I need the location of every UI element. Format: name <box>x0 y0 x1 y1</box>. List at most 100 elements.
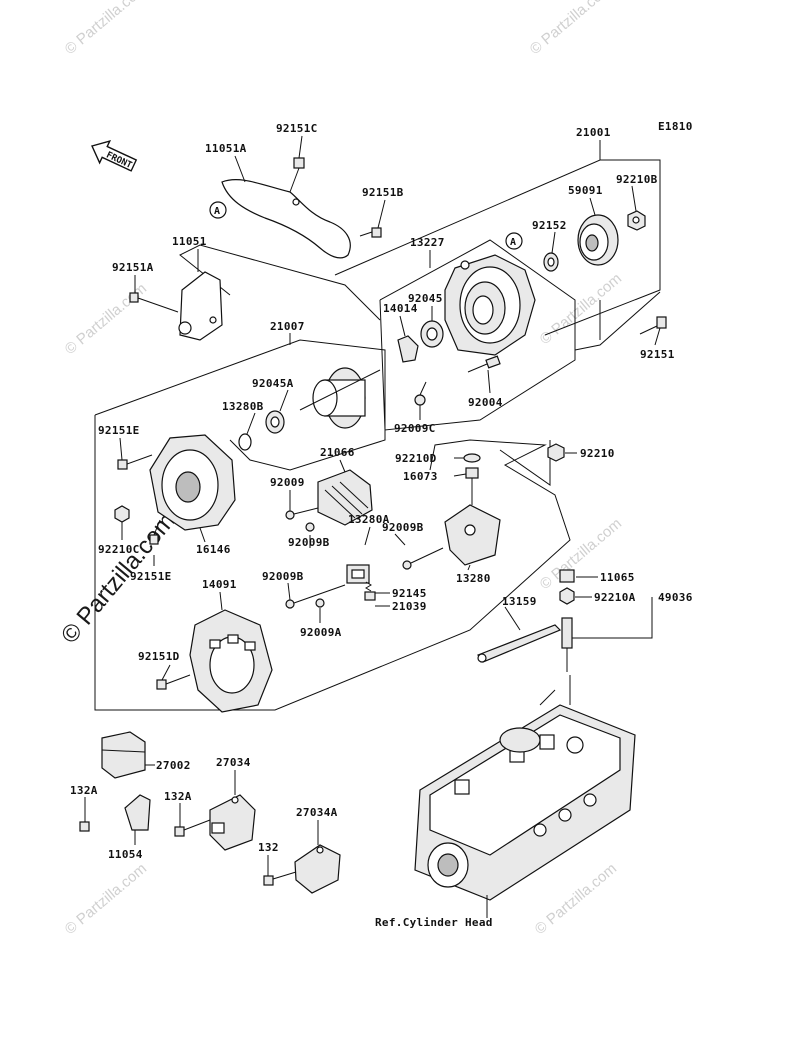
label-92151E-bottom: 92151E <box>130 570 172 583</box>
cylinder-head <box>414 704 636 918</box>
screw-92009B-c <box>402 547 444 570</box>
screw-92009C <box>414 381 427 406</box>
relay-27002 <box>101 731 146 779</box>
label-16073: 16073 <box>403 470 438 483</box>
nut-92210C <box>114 505 130 523</box>
label-13159: 13159 <box>502 595 537 608</box>
watermark-7: © Partzilla.com <box>532 860 620 938</box>
label-13280: 13280 <box>456 572 491 585</box>
nut-92210 <box>547 443 565 462</box>
plate-14014 <box>397 335 419 363</box>
ring-13280B <box>238 433 252 451</box>
label-92009-a: 92009 <box>270 476 305 489</box>
bolt-92151C <box>289 157 305 193</box>
callout-a-1: A <box>209 201 227 219</box>
bolt-92151B <box>359 227 382 238</box>
label-11051A: 11051A <box>205 142 247 155</box>
insulator-16073 <box>465 467 479 479</box>
housing-16146 <box>149 434 236 531</box>
label-49036: 49036 <box>658 591 693 604</box>
label-92151E-top: 92151E <box>98 424 140 437</box>
diagram-code: E1810 <box>658 120 693 133</box>
housing-13227 <box>444 254 536 356</box>
label-27002: 27002 <box>156 759 191 772</box>
bolt-132 <box>263 871 297 886</box>
screw-92004 <box>467 355 501 373</box>
bracket-11051 <box>178 271 223 341</box>
front-arrow: FRONT <box>91 139 138 172</box>
watermark-1: © Partzilla.com <box>62 0 150 58</box>
label-132: 132 <box>258 841 279 854</box>
label-132A-a: 132A <box>70 784 98 797</box>
label-13280B: 13280B <box>222 400 264 413</box>
terminal-11065 <box>559 569 575 583</box>
label-92009A: 92009A <box>300 626 342 639</box>
bearing-92045A <box>265 410 285 434</box>
nut-92210B <box>627 210 646 231</box>
svg-text:A: A <box>510 237 516 248</box>
label-92009B-c: 92009B <box>262 570 304 583</box>
label-27034A: 27034A <box>296 806 338 819</box>
bolt-92151A <box>129 292 179 313</box>
label-92210A: 92210A <box>594 591 636 604</box>
bolt-132A-a <box>79 821 90 832</box>
bolt-92151E-top <box>117 454 153 470</box>
label-11051: 11051 <box>172 235 207 248</box>
label-92210B: 92210B <box>616 173 658 186</box>
label-92210C: 92210C <box>98 543 140 556</box>
bracket-11051A <box>221 179 351 259</box>
rectifier-13280 <box>444 470 501 566</box>
watermark-2: © Partzilla.com <box>527 0 615 58</box>
glow-lead-13159 <box>477 624 562 663</box>
label-92210: 92210 <box>580 447 615 460</box>
label-92009B-a: 92009B <box>382 521 424 534</box>
label-92151C: 92151C <box>276 122 318 135</box>
label-92151D: 92151D <box>138 650 180 663</box>
bearing-92045 <box>420 320 444 348</box>
screw-92009-a <box>285 507 319 520</box>
bolt-92151E-bottom <box>149 519 161 545</box>
label-13227: 13227 <box>410 236 445 249</box>
label-21001: 21001 <box>576 126 611 139</box>
glow-plug-49036 <box>561 617 573 672</box>
cover-14091 <box>189 609 273 713</box>
label-14014: 14014 <box>383 302 418 315</box>
bolt-92151D <box>156 674 191 690</box>
bracket-11054 <box>124 794 151 831</box>
part-labels: 92151C 11051A 92151B 11051 92151A 21001 … <box>70 122 693 929</box>
screw-92009A <box>315 598 325 608</box>
label-92152: 92152 <box>532 219 567 232</box>
rotor-21007 <box>299 367 381 429</box>
svg-text:A: A <box>214 206 220 217</box>
regulator-21066 <box>317 469 373 526</box>
watermark-3: © Partzilla.com <box>62 280 150 358</box>
label-92009C: 92009C <box>394 422 436 435</box>
label-16146: 16146 <box>196 543 231 556</box>
ref-cylinder-head-label: Ref.Cylinder Head <box>375 916 493 929</box>
label-132A-b: 132A <box>164 790 192 803</box>
label-92009B-b: 92009B <box>288 536 330 549</box>
label-27034: 27034 <box>216 756 251 769</box>
nut-92210A <box>559 587 575 605</box>
label-21066: 21066 <box>320 446 355 459</box>
group-frames <box>94 145 661 711</box>
leader-lines <box>84 135 661 876</box>
nut-92210D <box>463 453 481 463</box>
screw-92009B-a <box>305 522 315 532</box>
label-92151A: 92151A <box>112 261 154 274</box>
label-11065: 11065 <box>600 571 635 584</box>
label-92151B: 92151B <box>362 186 404 199</box>
relay-27034A <box>294 844 341 894</box>
label-21007: 21007 <box>270 320 305 333</box>
label-21039: 21039 <box>392 600 427 613</box>
label-14091: 14091 <box>202 578 237 591</box>
label-92151: 92151 <box>640 348 675 361</box>
bolt-92151 <box>639 316 667 335</box>
spacer-92152 <box>543 252 559 272</box>
brush-holder-13280A <box>346 564 376 601</box>
label-92210D: 92210D <box>395 452 437 465</box>
label-59091: 59091 <box>568 184 603 197</box>
screw-92009B-b <box>285 584 346 609</box>
